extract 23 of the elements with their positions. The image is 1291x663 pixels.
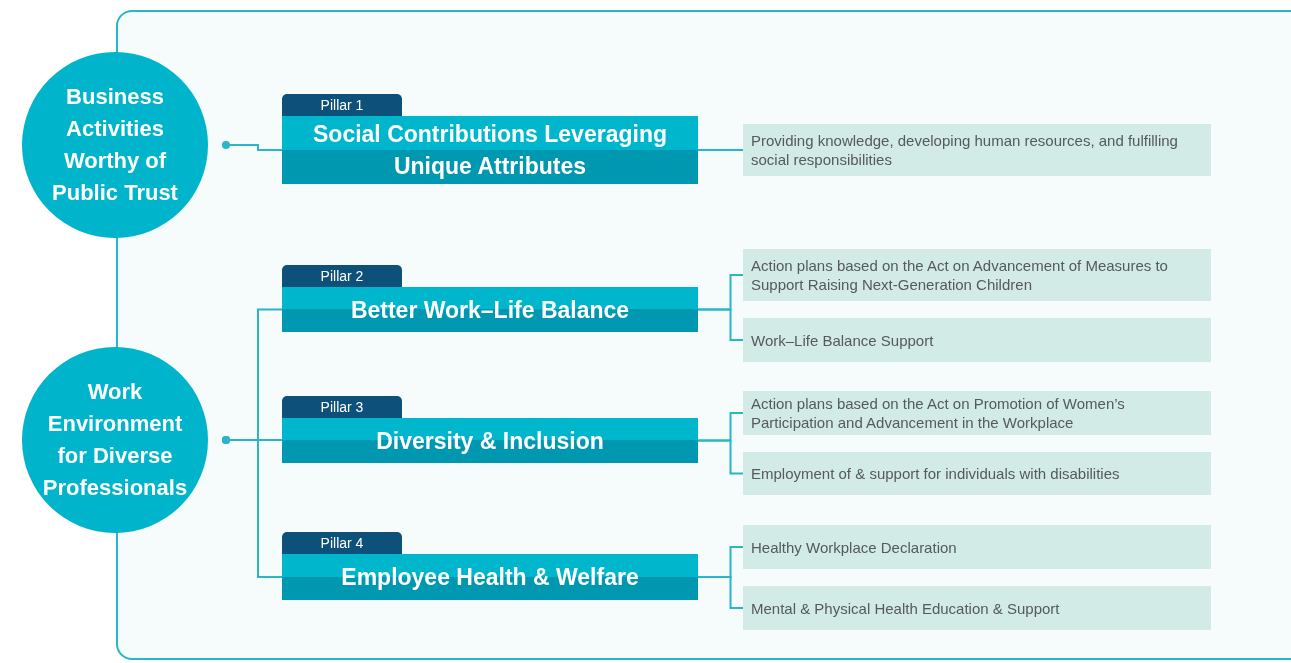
measure-box: Providing knowledge, developing human resources, and fulfilling social responsibilities [743,124,1211,176]
connector-line [697,439,744,475]
pillar-banner: Better Work–Life Balance [282,287,698,332]
pillar-tab: Pillar 3 [282,396,402,418]
pillar-banner: Social Contributions Leveraging Unique Attributes [282,116,698,184]
connector-line [697,308,744,341]
measure-box: Action plans based on the Act on Promotion of Women’s Participation and Advancement in the Workplace [743,391,1211,435]
connector-line [697,576,744,609]
connector-line [697,149,744,151]
pillar-tab: Pillar 1 [282,94,402,116]
pillar-tab: Pillar 4 [282,532,402,554]
measure-box: Work–Life Balance Support [743,318,1211,362]
connector-line [222,436,283,578]
measure-box: Employment of & support for individuals with disabilities [743,452,1211,495]
topic-circle: Business Activities Worthy of Public Trust [22,52,208,238]
topic-circle: Work Environment for Diverse Professionals [22,347,208,533]
pillar-banner: Employee Health & Welfare [282,554,698,600]
connector-line [222,141,283,151]
measure-box: Healthy Workplace Declaration [743,525,1211,569]
measure-box: Action plans based on the Act on Advancement of Measures to Support Raising Next-Generation Children [743,249,1211,301]
pillar-banner: Diversity & Inclusion [282,418,698,463]
pillar-tab: Pillar 2 [282,265,402,287]
measure-box: Mental & Physical Health Education & Support [743,586,1211,630]
